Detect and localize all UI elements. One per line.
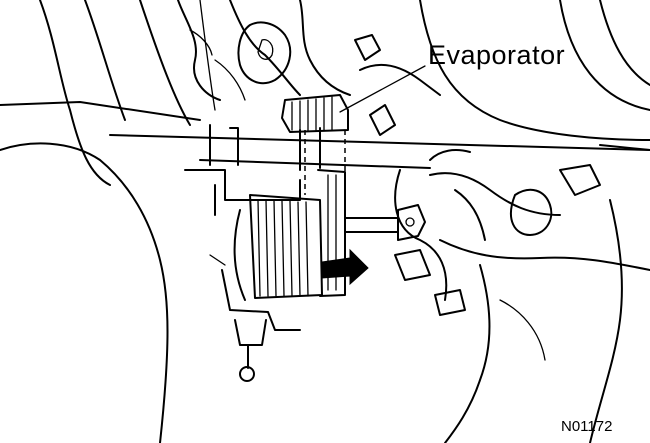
refrigerant-pipes <box>344 204 426 241</box>
evaporator-label: Evaporator <box>428 40 566 70</box>
callout-leader-line <box>339 65 426 113</box>
right-panel <box>394 0 650 443</box>
figure-id: N01172 <box>561 418 613 435</box>
dash-beam <box>109 124 650 216</box>
upper-harness <box>177 0 441 136</box>
left-panel <box>0 0 216 443</box>
arrow-right-icon <box>321 248 369 286</box>
